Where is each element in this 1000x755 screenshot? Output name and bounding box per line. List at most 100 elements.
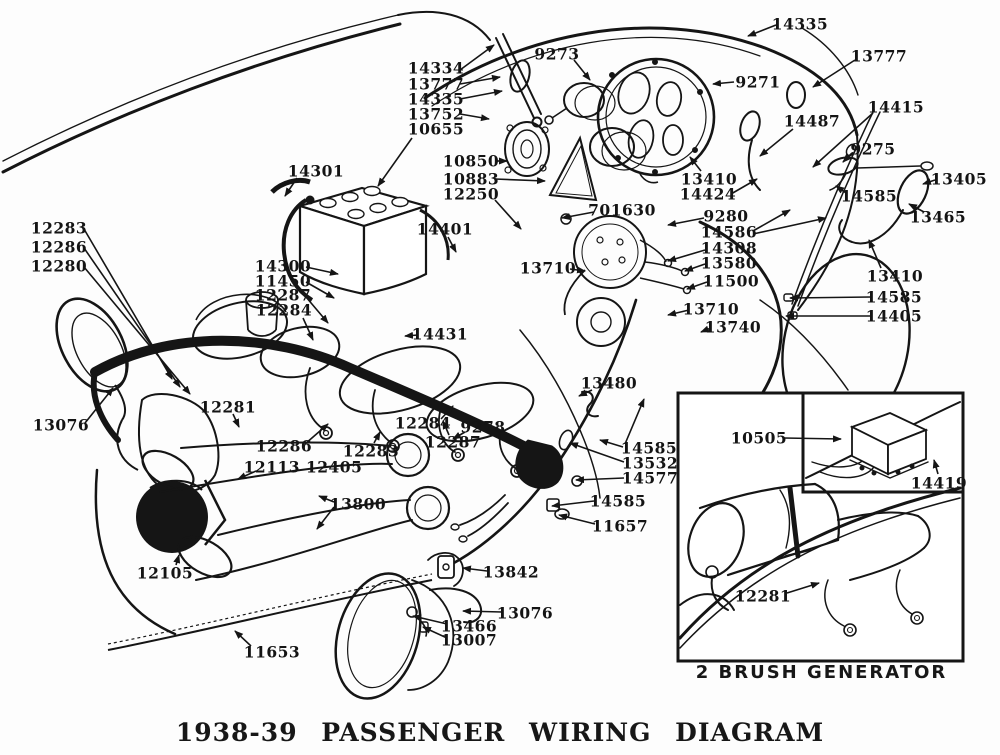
- leader-line-13710: [569, 266, 586, 274]
- leader-line-11500: [686, 281, 708, 290]
- leader-line-13480: [578, 389, 593, 397]
- part-label-13740-23: 13740: [705, 318, 761, 337]
- page-title: 1938-39 PASSENGER WIRING DIAGRAM: [175, 718, 825, 747]
- battery: [270, 177, 450, 302]
- part-label-11450-32: 11450: [255, 272, 311, 291]
- part-label-12284-45: 12284: [395, 414, 451, 433]
- leader-line-13800: [318, 495, 335, 503]
- part-label-12287-33: 12287: [255, 286, 311, 305]
- leader-line-11653: [234, 630, 252, 647]
- leader-line-12284: [440, 405, 454, 420]
- leader-line-12281: [786, 582, 820, 594]
- part-label-14585-61: 14585: [590, 492, 646, 511]
- leader-line-13580: [684, 263, 706, 272]
- headlamp-conduit: [495, 33, 543, 128]
- part-label-12283-44: 12283: [343, 442, 399, 461]
- leader-line-11657: [558, 513, 596, 525]
- part-label-13007-53: 13007: [441, 631, 497, 650]
- part-label-12287-47: 12287: [425, 433, 481, 452]
- part-label-13710-22: 13710: [683, 300, 739, 319]
- part-label-14585-25: 14585: [866, 288, 922, 307]
- part-label-13842-50: 13842: [483, 563, 539, 582]
- car-body-lines: [1, 10, 859, 636]
- part-label-12284-34: 12284: [256, 301, 312, 320]
- part-label-9273-5: 9273: [534, 45, 579, 64]
- leader-line-14585: [624, 398, 645, 445]
- part-label-13076-55: 13076: [33, 416, 89, 435]
- part-label-11500-21: 11500: [703, 272, 759, 291]
- part-label-10850-35: 10850: [443, 152, 499, 171]
- leader-line-9271: [712, 79, 735, 87]
- part-label-12286-43: 12286: [256, 437, 312, 456]
- part-label-701630-38: 701630: [588, 201, 656, 220]
- part-label-13410-24: 13410: [867, 267, 923, 286]
- part-label-14585-58: 14585: [621, 439, 677, 458]
- leader-line-12250: [494, 199, 522, 230]
- leader-line-13740: [700, 325, 712, 333]
- leader-line-14585: [835, 185, 847, 194]
- leader-line-14424: [730, 178, 758, 195]
- leader-line-11450: [305, 281, 335, 299]
- leader-line-13076: [462, 607, 503, 615]
- part-label-12105-56: 12105: [137, 564, 193, 583]
- part-label-14415-9: 14415: [868, 98, 924, 117]
- part-label-14308-19: 14308: [701, 239, 757, 258]
- leader-line-12284: [302, 317, 314, 341]
- part-label-13800-49: 13800: [330, 495, 386, 514]
- leader-line-12283: [373, 431, 381, 444]
- leader-line-14487: [759, 128, 794, 157]
- dash-parts: [504, 57, 716, 202]
- part-label-14424-16: 14424: [680, 185, 736, 204]
- leader-line-14335: [747, 24, 777, 37]
- inset-caption: 2 BRUSH GENERATOR: [695, 662, 948, 683]
- horn-12105: [136, 479, 227, 553]
- leader-line-13410: [868, 239, 882, 269]
- loom-11653: [107, 573, 433, 651]
- leader-line-14586: [752, 216, 827, 235]
- leader-line-13532: [569, 442, 625, 463]
- leader-line-14334: [459, 44, 495, 71]
- leader-line-12287: [442, 420, 450, 436]
- part-label-10505-63: 10505: [731, 429, 787, 448]
- part-label-13076-51: 13076: [497, 604, 553, 623]
- leader-line-10505: [783, 435, 842, 443]
- part-label-13752-3: 13752: [408, 105, 464, 124]
- leader-line-14585: [599, 438, 624, 448]
- part-label-14586-18: 14586: [701, 223, 757, 242]
- part-label-14300-31: 14300: [255, 257, 311, 276]
- leader-line-14415: [812, 112, 874, 168]
- leader-line-13405: [922, 178, 936, 185]
- part-label-12113-12405-48: 12113 12405: [244, 458, 363, 477]
- part-label-12281-65: 12281: [735, 587, 791, 606]
- leader-line-14431: [404, 331, 419, 339]
- leader-line-13466: [412, 614, 448, 625]
- leader-line-14301: [284, 177, 298, 197]
- leader-line-13076: [84, 387, 114, 424]
- part-label-13405-12: 13405: [931, 170, 987, 189]
- part-label-14335-2: 14335: [408, 90, 464, 109]
- leader-line-14308: [667, 249, 706, 263]
- leader-line-13007: [422, 626, 448, 639]
- leader-line-12280: [83, 266, 191, 395]
- part-label-14401-39: 14401: [417, 220, 473, 239]
- part-label-9278-46: 9278: [460, 418, 505, 437]
- part-label-13777-1: 13777: [408, 75, 464, 94]
- part-label-14334-0: 14334: [408, 59, 464, 78]
- part-label-13410-15: 13410: [681, 170, 737, 189]
- leader-line-14577: [575, 476, 625, 484]
- leader-line-13777: [812, 59, 856, 88]
- part-label-13532-59: 13532: [622, 454, 678, 473]
- part-label-12280-29: 12280: [31, 257, 87, 276]
- leader-line-14585: [789, 294, 872, 302]
- leader-line-9280: [667, 217, 705, 227]
- leader-line-13410: [689, 156, 702, 172]
- part-label-12281-42: 12281: [200, 398, 256, 417]
- leader-line-14401: [447, 236, 457, 253]
- part-label-12283-27: 12283: [31, 219, 87, 238]
- part-label-10655-4: 10655: [408, 120, 464, 139]
- leader-line-14585: [551, 500, 595, 509]
- part-label-10883-36: 10883: [443, 170, 499, 189]
- part-label-12286-28: 12286: [31, 238, 87, 257]
